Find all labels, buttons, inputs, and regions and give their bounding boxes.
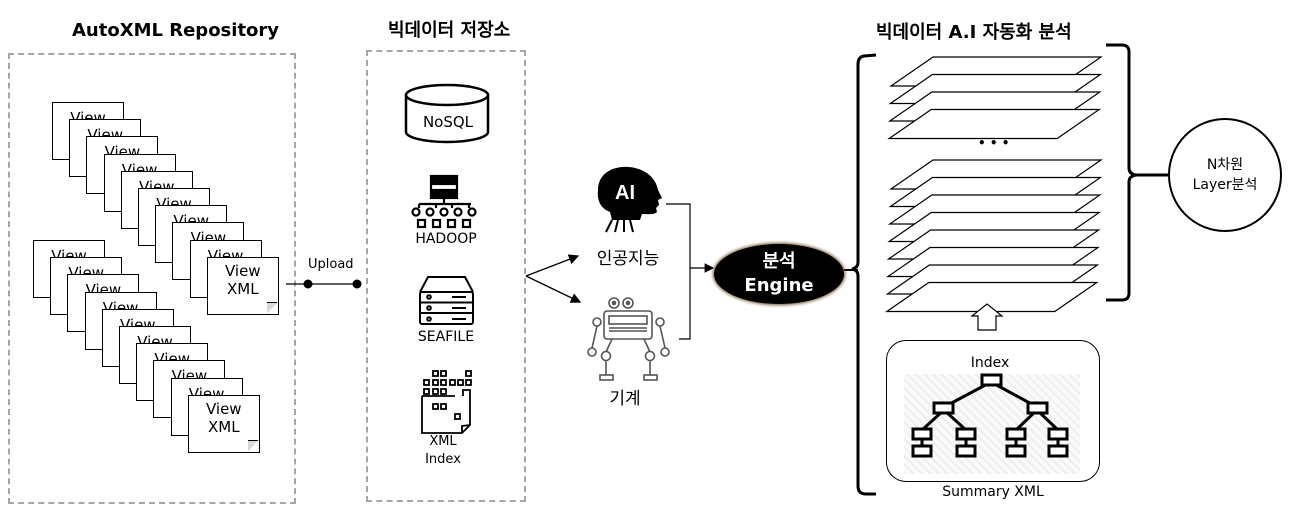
storage-box — [366, 50, 526, 502]
ai-label: 인공지능 — [596, 249, 660, 269]
summary-xml-box — [886, 340, 1100, 482]
xml-index-label-line2: Index — [425, 452, 461, 467]
robot-icon — [587, 297, 670, 381]
page-fold-icon — [266, 301, 277, 313]
database-cylinder-icon — [404, 83, 490, 144]
upload-label: Upload — [308, 257, 354, 272]
analysis-title: 빅데이터 A.I 자동화 분석 — [876, 22, 1072, 43]
page-fold-icon — [247, 439, 258, 451]
layers-right-bracket — [1106, 43, 1168, 302]
nosql-label: NoSQL — [422, 113, 474, 131]
hadoop-cluster-icon — [411, 174, 477, 229]
index-label: Index — [970, 355, 1010, 371]
xml-document-front-line: View — [224, 261, 261, 280]
xml-index-label-line1: XML — [429, 434, 457, 449]
xml-document-front-line: XML — [227, 279, 259, 298]
engine-label-line1: 분석 — [762, 251, 796, 272]
repository-box — [8, 53, 296, 504]
server-rack-icon — [419, 276, 474, 325]
upload-connector — [286, 279, 362, 289]
repository-title: AutoXML Repository — [72, 20, 280, 41]
analysis-engine: 분석 Engine — [714, 244, 844, 304]
analysis-layer — [884, 281, 1099, 313]
result-line1: N차원 — [1206, 157, 1244, 173]
layers-ellipsis: • • • — [978, 136, 1010, 150]
machine-label: 기계 — [609, 389, 641, 409]
analysis-layer — [887, 108, 1102, 140]
seafile-label: SEAFILE — [417, 329, 475, 345]
hadoop-label: HADOOP — [415, 231, 477, 247]
layer-stack-bottom — [884, 159, 1103, 313]
summary-xml-caption: Summary XML — [942, 484, 1044, 500]
layer-stack-top — [887, 56, 1103, 140]
ai-head-icon: AI — [597, 166, 662, 233]
svg-text:AI: AI — [615, 182, 635, 204]
n-dimension-layer-analysis: N차원 Layer분석 — [1168, 118, 1282, 232]
xml-document-front-line: XML — [208, 417, 240, 436]
result-line2: Layer분석 — [1192, 177, 1258, 193]
processor-to-engine-connector — [666, 203, 715, 340]
layers-left-bracket — [851, 53, 877, 496]
engine-label-line2: Engine — [744, 275, 814, 296]
xml-index-grid-icon — [421, 370, 472, 434]
xml-document-front-line: View — [205, 399, 242, 418]
storage-title: 빅데이터 저장소 — [388, 20, 511, 41]
storage-to-processor-arrows — [525, 254, 582, 303]
up-arrow-icon — [970, 303, 1004, 331]
